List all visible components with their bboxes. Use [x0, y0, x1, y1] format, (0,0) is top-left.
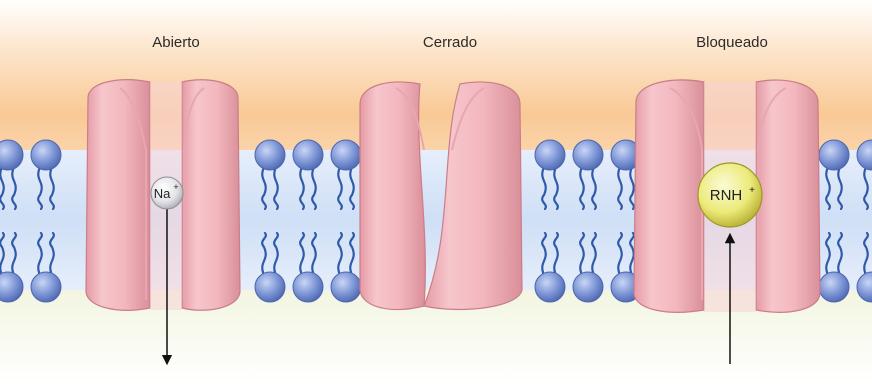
lipid-head — [331, 140, 361, 170]
sodium-ion-charge: + — [173, 182, 178, 192]
lipid-head — [255, 140, 285, 170]
lipid-head — [255, 272, 285, 302]
lipid-head — [819, 140, 849, 170]
drug-ion-charge: + — [749, 185, 755, 196]
label-blocked: Bloqueado — [652, 34, 812, 51]
sodium-ion: Na + — [151, 177, 183, 209]
lipid-head — [293, 140, 323, 170]
svg-text:Na: Na — [154, 186, 171, 201]
lipid-head — [819, 272, 849, 302]
lipid-head — [573, 140, 603, 170]
label-closed: Cerrado — [370, 34, 530, 51]
lipid-head — [535, 140, 565, 170]
label-open: Abierto — [96, 34, 256, 51]
sodium-ion-label: Na — [154, 186, 171, 201]
lipid-head — [573, 272, 603, 302]
lipid-head — [31, 272, 61, 302]
lipid-head — [293, 272, 323, 302]
lipid-head — [331, 272, 361, 302]
drug-ion-label: RNH — [710, 187, 743, 204]
svg-text:RNH: RNH — [710, 187, 743, 204]
lipid-head — [535, 272, 565, 302]
lipid-head — [31, 140, 61, 170]
drug-ion: RNH + — [698, 163, 762, 227]
